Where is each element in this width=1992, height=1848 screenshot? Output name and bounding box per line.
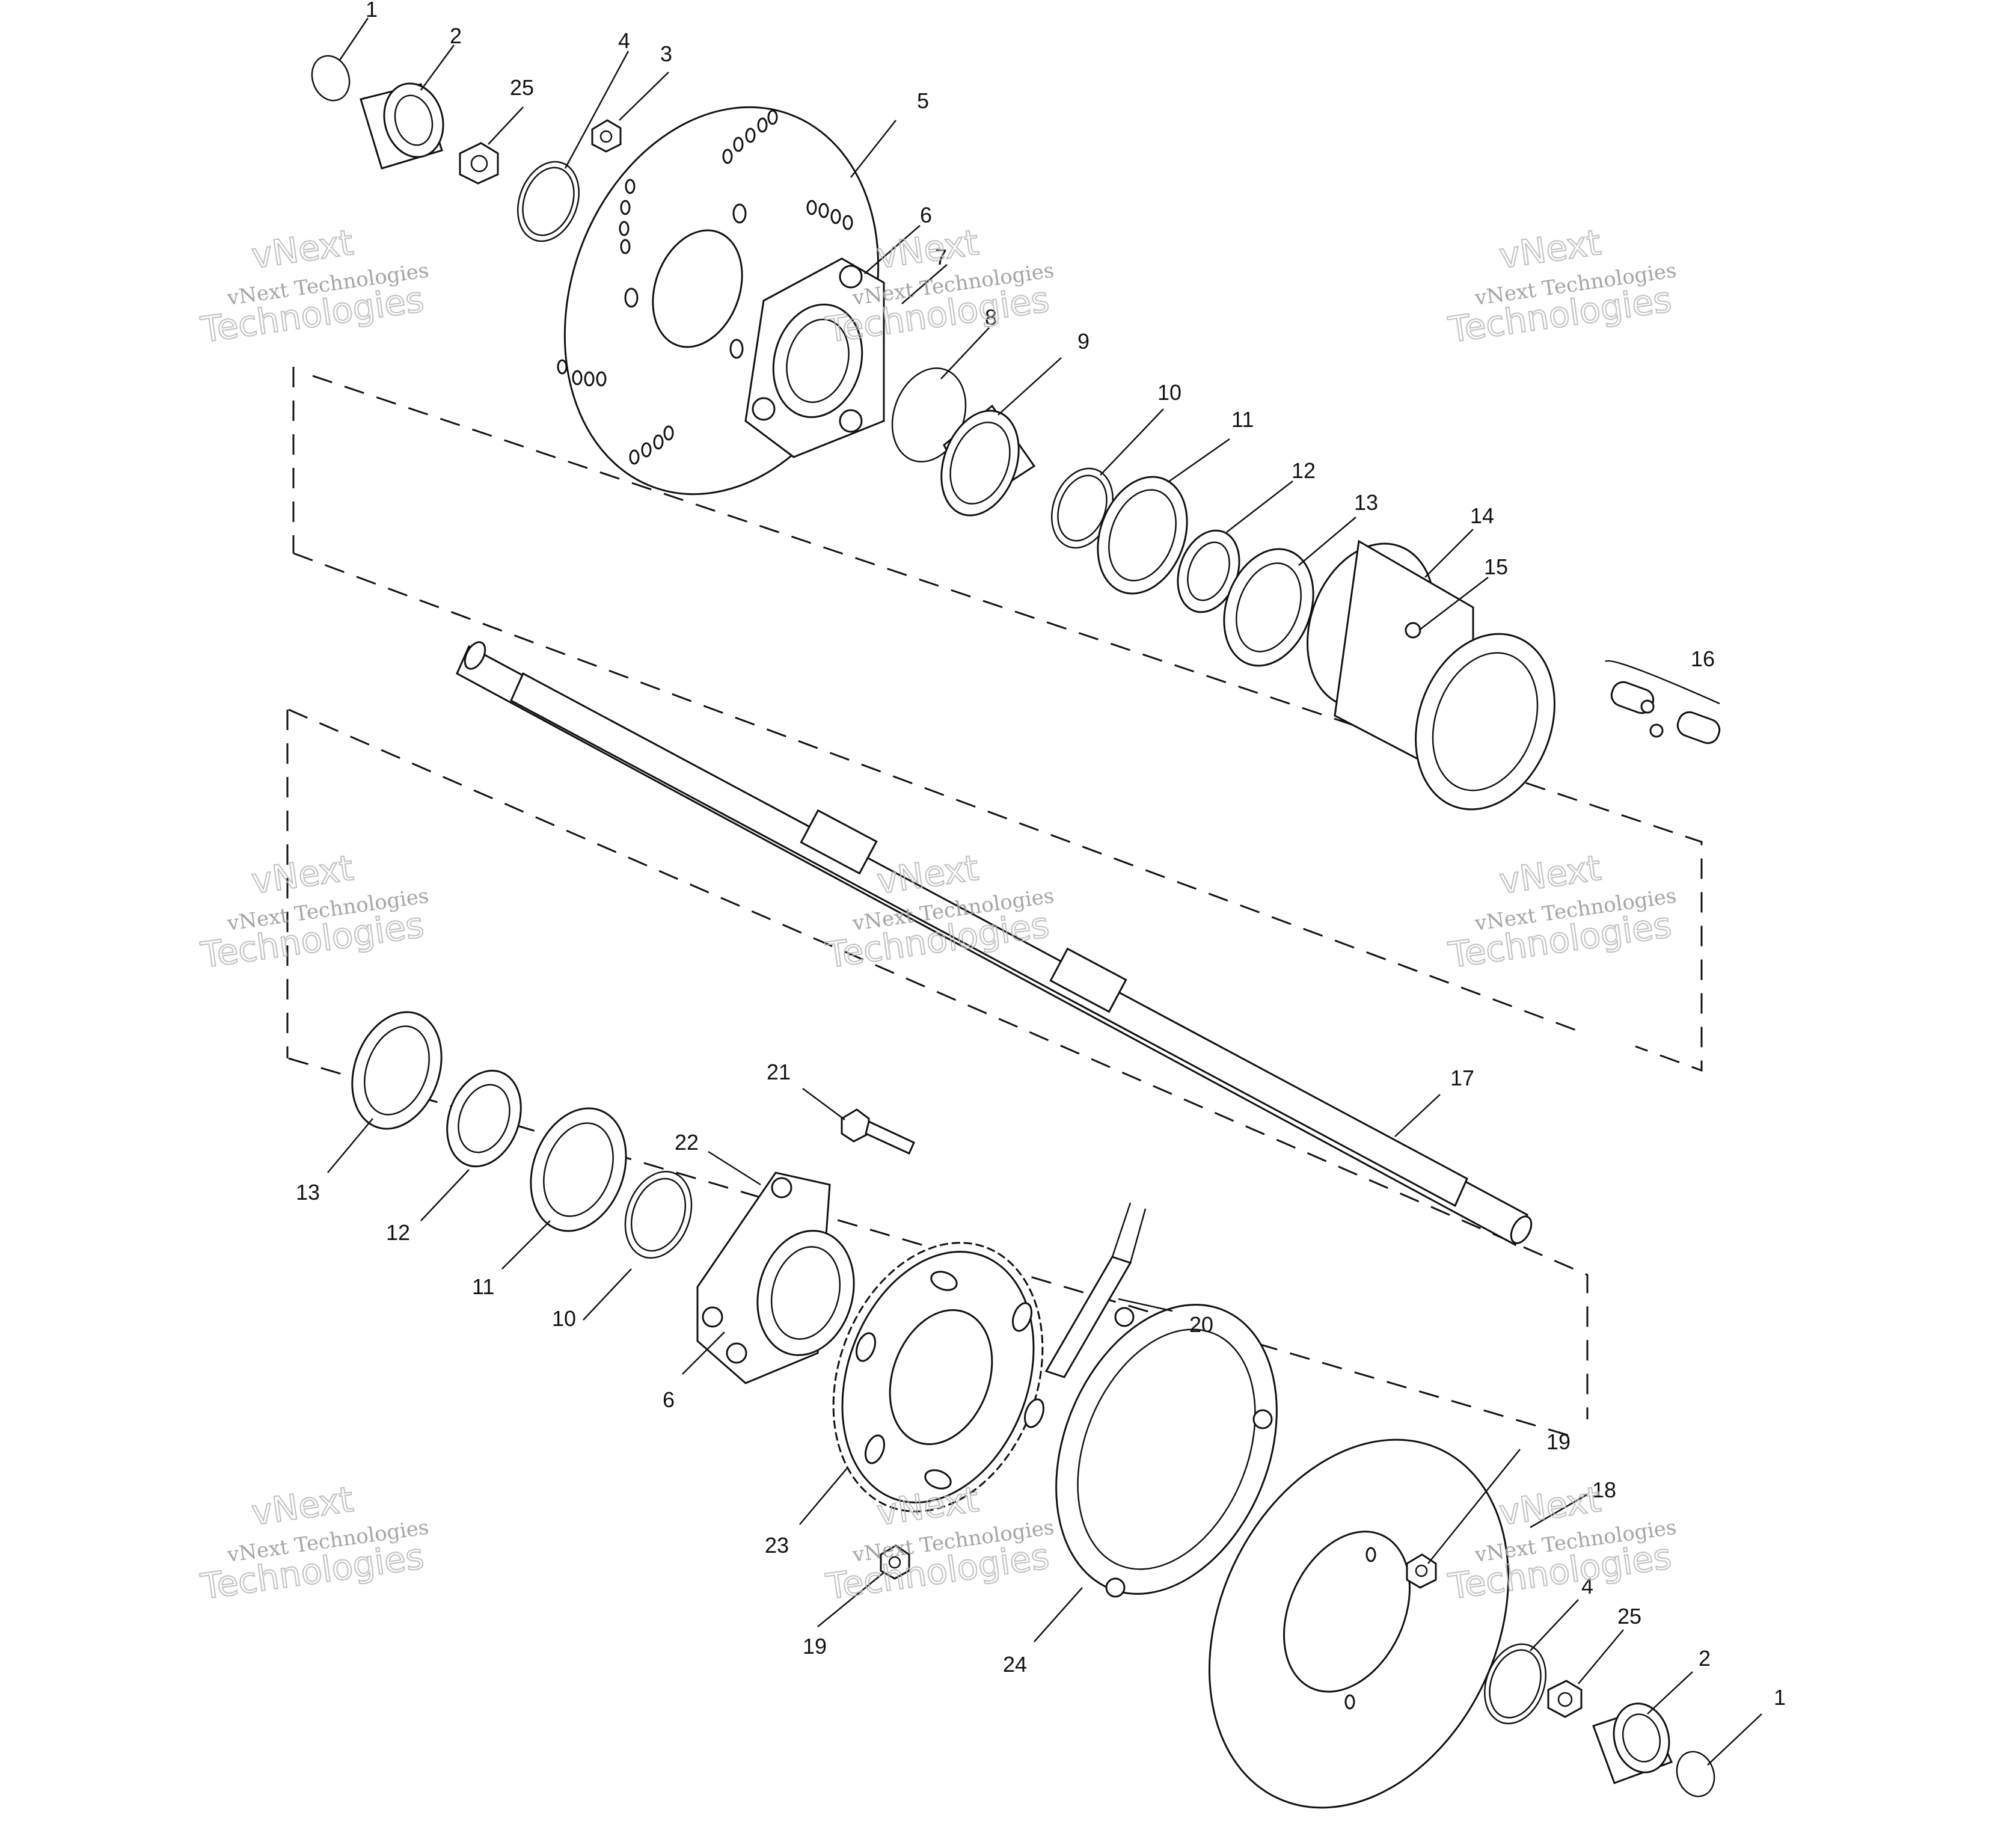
part-seal-11-top <box>1097 476 1188 595</box>
part-sprocket-23 <box>832 1242 1045 1512</box>
callout-19-right: 19 <box>1546 1429 1571 1454</box>
part-hub-6-top <box>744 257 885 458</box>
part-bushing-2-bottom <box>1592 1702 1673 1784</box>
callout-8: 8 <box>985 305 997 330</box>
watermark-top-right: vNext vNext Technologies Technologies <box>1445 221 1678 351</box>
part-bearing-12-bottom <box>446 1069 522 1168</box>
callout-4-top: 4 <box>618 28 630 53</box>
callout-15: 15 <box>1484 554 1508 579</box>
part-chain-link-16 <box>1605 660 1721 744</box>
part-nut-3 <box>591 119 622 153</box>
part-nut-25-bottom <box>1547 1680 1583 1718</box>
part-seal-11-bottom <box>530 1107 627 1232</box>
svg-text:vNext: vNext <box>874 847 981 902</box>
part-race-13-bottom <box>351 1011 443 1130</box>
svg-text:vNext: vNext <box>249 1479 355 1533</box>
callout-labels: 1 2 25 4 3 5 6 7 8 9 10 11 12 13 14 15 1… <box>296 0 1786 1710</box>
callout-1-top: 1 <box>366 0 378 22</box>
part-housing-14 <box>1307 539 1555 811</box>
callout-21: 21 <box>767 1060 791 1084</box>
callout-12-top: 12 <box>1292 458 1316 483</box>
svg-text:vNext: vNext <box>874 222 981 277</box>
callout-11-top: 11 <box>1231 407 1254 432</box>
callout-25-bottom: 25 <box>1617 1604 1641 1629</box>
callout-14: 14 <box>1470 503 1494 528</box>
callout-5: 5 <box>917 88 929 113</box>
callout-7: 7 <box>935 245 947 269</box>
part-nut-19-bottom-left <box>880 1544 910 1580</box>
callout-2-top: 2 <box>450 23 462 48</box>
leader-lines <box>327 17 1762 1766</box>
callout-10-top: 10 <box>1157 380 1181 405</box>
watermark-top-left: vNext vNext Technologies Technologies <box>198 221 431 351</box>
callout-23: 23 <box>765 1533 789 1558</box>
watermark-mid-right: vNext vNext Technologies Technologies <box>1445 847 1678 977</box>
callout-20: 20 <box>1189 1312 1213 1337</box>
callout-24: 24 <box>1003 1652 1027 1677</box>
callout-2-bottom: 2 <box>1699 1646 1711 1671</box>
svg-text:vNext: vNext <box>1497 222 1603 277</box>
callout-1-bottom: 1 <box>1774 1685 1786 1710</box>
watermark-bottom-left: vNext vNext Technologies Technologies <box>198 1478 431 1608</box>
part-oring-10-bottom <box>624 1170 693 1259</box>
callout-22: 22 <box>675 1130 699 1155</box>
callout-17: 17 <box>1450 1066 1474 1090</box>
callout-18: 18 <box>1592 1478 1616 1502</box>
callout-4-bottom: 4 <box>1581 1574 1593 1598</box>
part-bolt-21 <box>841 1108 915 1155</box>
part-carrier-ring-24 <box>1055 1304 1278 1598</box>
part-hub-22 <box>696 1171 855 1384</box>
callout-6-bottom: 6 <box>663 1387 675 1412</box>
callout-3: 3 <box>660 41 672 66</box>
callout-10-bottom: 10 <box>552 1306 576 1331</box>
part-brake-disc-18 <box>1209 1438 1509 1809</box>
alignment-frames <box>286 367 1703 1438</box>
part-circlip-1-top <box>311 55 351 102</box>
callout-11-bottom: 11 <box>472 1274 494 1299</box>
part-axle-17 <box>456 641 1533 1247</box>
part-chain-20 <box>1044 1202 1147 1378</box>
part-oring-4-bottom <box>1484 1643 1546 1725</box>
callout-16: 16 <box>1691 646 1715 671</box>
part-circlip-1-bottom <box>1676 1751 1715 1797</box>
watermark-mid-left: vNext vNext Technologies Technologies <box>198 847 431 977</box>
part-spacer-9 <box>940 404 1036 517</box>
part-nut-25-top <box>459 142 499 185</box>
callout-9: 9 <box>1077 329 1089 354</box>
part-race-13-top <box>1223 548 1314 667</box>
callout-13-top: 13 <box>1354 490 1378 515</box>
callout-6-top: 6 <box>920 203 932 227</box>
callout-13-bottom: 13 <box>296 1180 320 1205</box>
svg-text:vNext: vNext <box>249 847 355 902</box>
disc-holes-top <box>557 109 853 465</box>
watermark-bottom-center: vNext vNext Technologies Technologies <box>823 1478 1056 1608</box>
svg-text:vNext: vNext <box>1497 1479 1603 1533</box>
svg-text:vNext: vNext <box>1497 847 1603 902</box>
callout-12-bottom: 12 <box>386 1220 410 1245</box>
part-oring-4-top <box>517 161 580 242</box>
part-bushing-2-top <box>360 82 444 170</box>
callout-25-top: 25 <box>510 75 534 100</box>
svg-text:vNext: vNext <box>249 222 355 277</box>
callout-19-left: 19 <box>803 1634 827 1659</box>
